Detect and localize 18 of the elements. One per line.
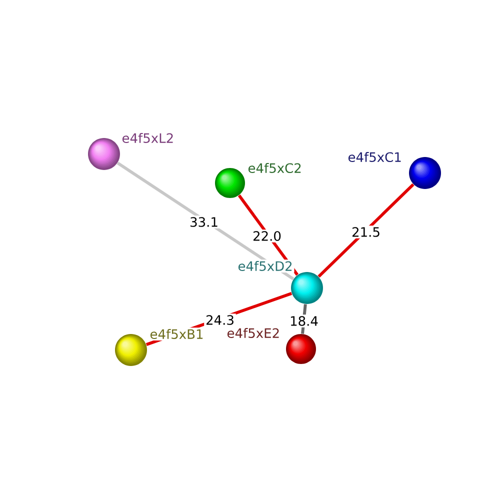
sphere [409,157,441,189]
node-label: e4f5xB1 [148,328,206,340]
node-label: e4f5xD2 [236,260,294,272]
node-label: e4f5xE2 [225,326,282,340]
edge-label: 18.4 [288,314,320,328]
node-label: e4f5xL2 [120,132,176,144]
node-label: e4f5xC2 [246,162,304,174]
sphere [291,272,323,304]
sphere [286,334,316,364]
node-label: e4f5xC1 [346,150,404,164]
edge-label: 22.0 [251,230,283,242]
sphere [215,168,245,198]
sphere [88,138,120,170]
edge-label: 21.5 [350,226,382,238]
sphere [115,334,147,366]
edge-label: 24.3 [204,314,236,326]
link-line [318,183,414,278]
edge-label: 33.1 [188,216,220,228]
